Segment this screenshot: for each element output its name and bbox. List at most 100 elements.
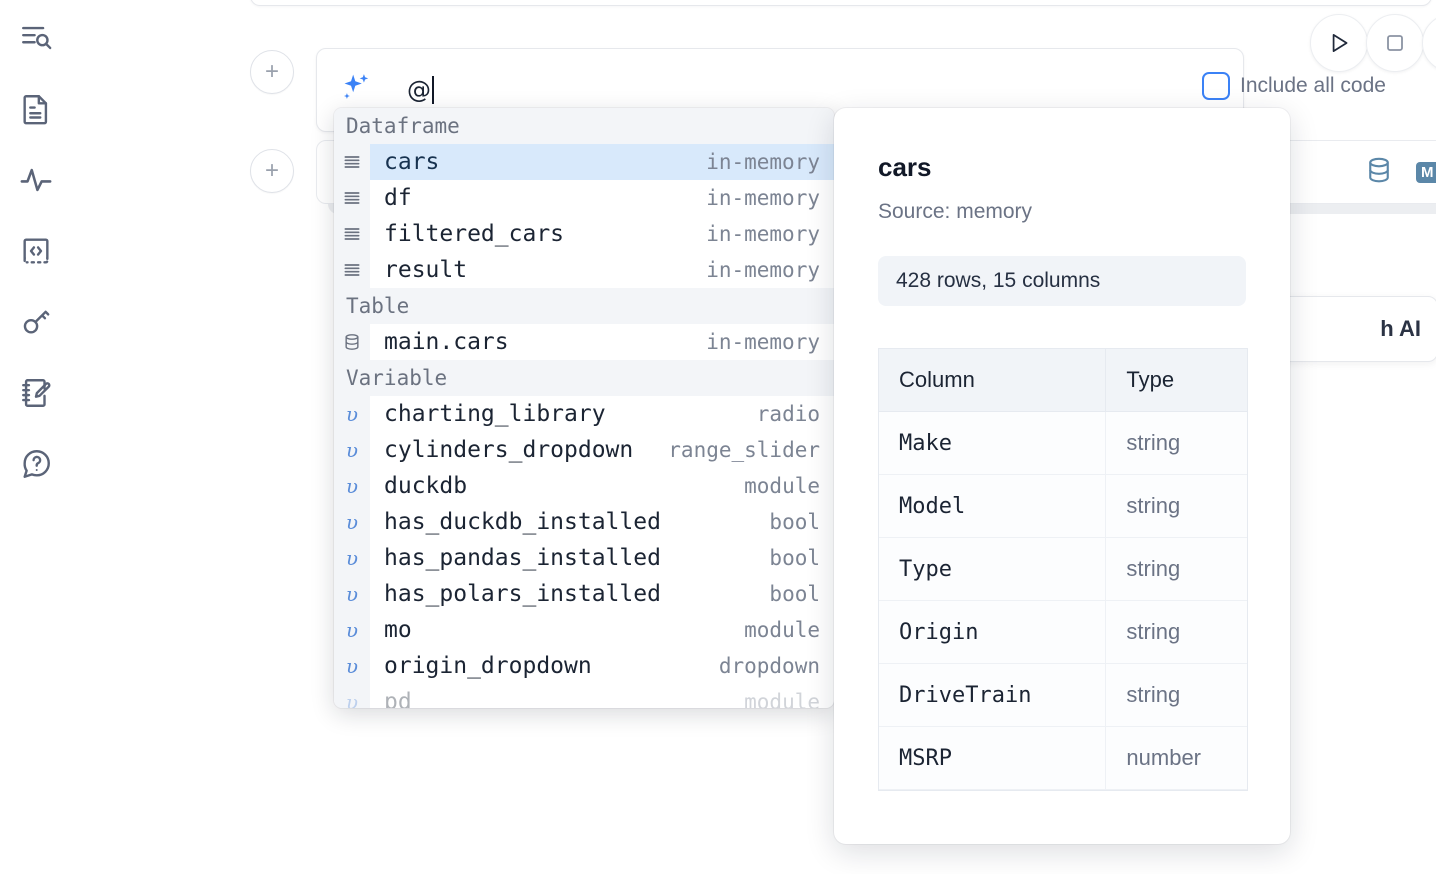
autocomplete-item[interactable]: filtered_cars in-memory (334, 216, 834, 252)
autocomplete-item[interactable]: main.cars in-memory (334, 324, 834, 360)
variable-icon: υ (334, 648, 370, 684)
dataframe-preview-panel: cars Source: memory 428 rows, 15 columns… (834, 108, 1290, 844)
autocomplete-item-name: charting_library (384, 401, 606, 427)
autocomplete-item-type: range_slider (668, 438, 820, 462)
preview-title: cars (878, 152, 932, 182)
preview-stats: 428 rows, 15 columns (878, 256, 1246, 306)
schema-column-name: Type (879, 537, 1107, 601)
dataframe-icon (334, 216, 370, 252)
schema-column-type: string (1105, 474, 1247, 538)
autocomplete-item-type: in-memory (706, 186, 820, 210)
autocomplete-item-name: filtered_cars (384, 221, 565, 247)
autocomplete-item-type: bool (769, 582, 820, 606)
autocomplete-item-type: module (744, 474, 820, 498)
autocomplete-item[interactable]: υ has_duckdb_installed bool (334, 504, 834, 540)
autocomplete-item-name: df (384, 185, 412, 211)
autocomplete-group-header: Dataframe (334, 108, 834, 144)
autocomplete-item-type: module (744, 618, 820, 642)
autocomplete-item-name: main.cars (384, 329, 509, 355)
include-all-code-checkbox[interactable] (1202, 72, 1230, 100)
help-chat-icon[interactable] (14, 442, 58, 486)
table-icon (334, 324, 370, 360)
left-icon-rail (0, 0, 72, 874)
variable-icon: υ (334, 576, 370, 612)
include-all-code-row[interactable]: Include all code (1202, 72, 1386, 100)
include-all-code-label: Include all code (1240, 74, 1386, 97)
key-icon[interactable] (14, 300, 58, 344)
autocomplete-item-type: module (744, 690, 820, 708)
add-cell-button-bottom[interactable]: + (250, 149, 294, 193)
ai-prompt-input[interactable]: @ (407, 65, 1227, 115)
markdown-badge[interactable]: M↓ (1416, 162, 1436, 183)
variable-icon: υ (334, 468, 370, 504)
document-icon[interactable] (14, 87, 58, 131)
autocomplete-item[interactable]: cars in-memory (334, 144, 834, 180)
autocomplete-item[interactable]: υ has_polars_installed bool (334, 576, 834, 612)
schema-header-row: Column Type (879, 349, 1247, 412)
code-brackets-icon[interactable] (14, 229, 58, 273)
cell-toolbar: M↓ (1364, 155, 1436, 190)
autocomplete-item-name: pd (384, 689, 412, 708)
autocomplete-group-header: Table (334, 288, 834, 324)
autocomplete-item-type: bool (769, 510, 820, 534)
schema-column-type: string (1105, 411, 1247, 475)
variable-icon: υ (334, 684, 370, 708)
schema-column-type: number (1105, 726, 1247, 790)
sparkle-icon (339, 71, 373, 105)
dataframe-icon (334, 252, 370, 288)
more-options-button[interactable] (1422, 14, 1436, 72)
schema-column-type: string (1105, 600, 1247, 664)
autocomplete-item-name: duckdb (384, 473, 468, 499)
previous-cell[interactable] (250, 0, 1432, 6)
run-button[interactable] (1310, 14, 1368, 72)
autocomplete-item[interactable]: df in-memory (334, 180, 834, 216)
autocomplete-item-name: cars (384, 149, 440, 175)
add-cell-button-top[interactable]: + (250, 50, 294, 94)
database-icon[interactable] (1364, 155, 1394, 190)
generate-with-ai-label: h AI (1380, 316, 1421, 341)
autocomplete-item-type: in-memory (706, 330, 820, 354)
autocomplete-item-name: result (384, 257, 468, 283)
stop-button[interactable] (1366, 14, 1424, 72)
autocomplete-item-type: bool (769, 546, 820, 570)
autocomplete-item-name: has_polars_installed (384, 581, 661, 607)
autocomplete-group-header: Variable (334, 360, 834, 396)
schema-column-type: string (1105, 537, 1247, 601)
schema-column-name: Origin (879, 600, 1107, 664)
ai-prompt-text: @ (407, 76, 431, 104)
explore-files-icon[interactable] (14, 16, 58, 60)
variable-icon: υ (334, 504, 370, 540)
activity-icon[interactable] (14, 158, 58, 202)
autocomplete-item-name: origin_dropdown (384, 653, 592, 679)
autocomplete-item-type: in-memory (706, 150, 820, 174)
schema-column-type: string (1105, 663, 1247, 727)
autocomplete-item-name: mo (384, 617, 412, 643)
variable-icon: υ (334, 612, 370, 648)
schema-header-type: Type (1105, 349, 1247, 412)
schema-header-column: Column (879, 349, 1107, 412)
autocomplete-item-name: has_duckdb_installed (384, 509, 661, 535)
dataframe-icon (334, 180, 370, 216)
schema-column-name: Model (879, 474, 1107, 538)
autocomplete-item-type: radio (756, 402, 820, 426)
notebook-edit-icon[interactable] (14, 371, 58, 415)
schema-column-name: Make (879, 411, 1107, 475)
autocomplete-item-type: in-memory (706, 222, 820, 246)
schema-column-name: MSRP (879, 726, 1107, 790)
